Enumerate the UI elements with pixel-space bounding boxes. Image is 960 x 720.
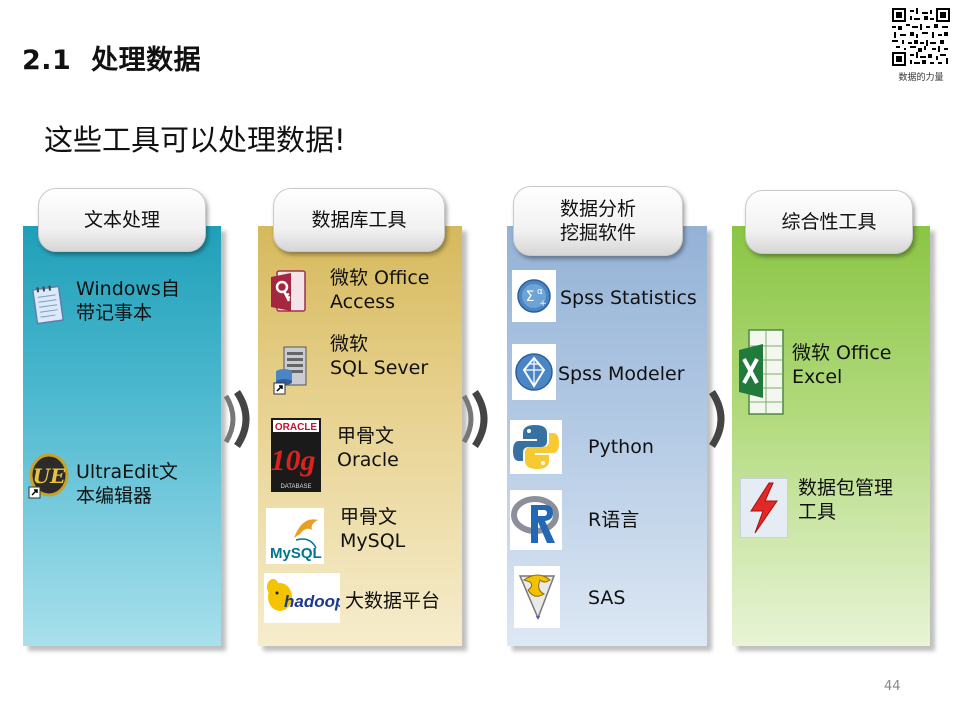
svg-text:UE: UE <box>33 464 66 488</box>
chevron-connector-2 <box>461 390 488 448</box>
r-language-label: R语言 <box>588 509 640 531</box>
svg-text:DATABASE: DATABASE <box>280 484 311 490</box>
oracle-icon: ORACLE 10g DATABASE <box>271 418 321 492</box>
excel-label: 微软 Office Excel <box>792 342 892 388</box>
access-label: 微软 Office Access <box>330 267 430 313</box>
r-language-icon <box>510 490 562 550</box>
qr-caption: 数据的力量 <box>898 73 944 83</box>
tab-database-tools: 数据库工具 <box>273 188 445 252</box>
svg-text:ORACLE: ORACLE <box>275 422 318 433</box>
mysql-label: 甲骨文 MySQL <box>340 506 406 552</box>
package-manager-label: 数据包管理 工具 <box>798 477 894 523</box>
spss-modeler-label: Spss Modeler <box>558 363 685 385</box>
sas-icon <box>514 566 560 628</box>
svg-text:+: + <box>539 299 547 309</box>
mysql-icon: MySQL <box>266 508 324 564</box>
sql-server-icon <box>270 344 314 396</box>
svg-text:Σ: Σ <box>526 289 535 305</box>
page-number: 44 <box>884 679 901 694</box>
svg-text:MySQL: MySQL <box>270 545 322 562</box>
tab-analysis-software: 数据分析 挖掘软件 <box>513 186 683 256</box>
tab-text-processing: 文本处理 <box>38 188 206 252</box>
notepad-label: Windows自 带记事本 <box>76 278 180 324</box>
subtitle: 这些工具可以处理数据! <box>44 123 346 157</box>
section-title: 处理数据 <box>91 45 202 76</box>
svg-text:α: α <box>537 287 543 297</box>
spss-modeler-icon <box>512 344 556 400</box>
column-integrated-tools <box>732 226 930 646</box>
ultraedit-label: UltraEdit文 本编辑器 <box>76 461 178 507</box>
page-title: 2.1 处理数据 <box>22 38 201 77</box>
svg-text:hadoop: hadoop <box>284 592 340 611</box>
ultraedit-icon: UE <box>26 452 70 500</box>
python-icon <box>510 420 562 474</box>
sas-label: SAS <box>588 587 626 609</box>
qr-code <box>892 8 950 66</box>
python-label: Python <box>588 436 654 458</box>
tab-integrated-tools: 综合性工具 <box>745 190 913 254</box>
chevron-connector-3 <box>709 390 725 448</box>
section-number: 2.1 <box>22 45 72 76</box>
oracle-label: 甲骨文 Oracle <box>337 425 399 471</box>
svg-text:10g: 10g <box>271 444 316 477</box>
hadoop-label: 大数据平台 <box>345 590 441 612</box>
excel-icon <box>737 324 787 416</box>
package-manager-icon <box>740 478 788 538</box>
chevron-connector-1 <box>223 390 250 448</box>
sql-server-label: 微软 SQL Sever <box>330 333 429 379</box>
spss-statistics-icon: Σ α + <box>512 270 556 322</box>
access-icon <box>266 266 310 316</box>
hadoop-icon: hadoop <box>264 573 340 623</box>
notepad-icon <box>28 280 68 328</box>
spss-statistics-label: Spss Statistics <box>560 287 697 309</box>
